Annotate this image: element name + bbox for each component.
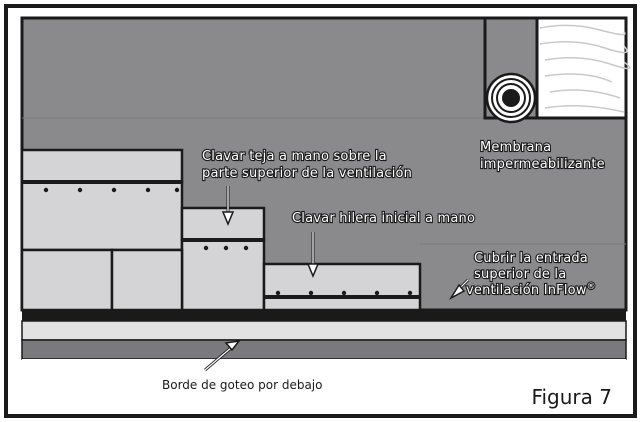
arrow-drip-edge <box>204 339 241 372</box>
nail-strip-starter <box>264 295 420 299</box>
shingle-left-bottom <box>20 248 114 312</box>
registered-mark: ® <box>587 282 596 292</box>
drip-edge-label: Borde de goteo por debajo <box>162 378 322 392</box>
eave-band <box>22 309 626 321</box>
figure-caption: Figura 7 <box>531 385 612 409</box>
cover-inlet-label-line1: Cubrir la entrada <box>474 251 588 266</box>
leader-arrows <box>204 186 470 372</box>
nail-strip-vent <box>182 238 264 242</box>
nails <box>43 187 413 296</box>
cover-inlet-label-line3: ventilación InFlow® <box>466 282 596 298</box>
cover-inlet-label-line2: superior de la <box>474 267 566 282</box>
membrane-label-line2: impermeabilizante <box>480 157 605 172</box>
shingle-vent-mid <box>180 238 266 312</box>
shingle-bottom-mid <box>110 248 184 312</box>
arrow-cover-inlet <box>448 278 470 300</box>
arrow-nail-shingle <box>221 186 235 226</box>
nail-shingle-label-line2: parte superior de la ventilación <box>202 166 412 181</box>
membrane-label-line1: Membrana <box>480 140 551 155</box>
starter-course <box>262 262 422 312</box>
drip-edge-dark <box>21 339 627 360</box>
arrow-nail-starter <box>306 232 320 278</box>
nail-shingle-label-line1: Clavar teja a mano sobre la <box>202 149 387 164</box>
lower-white-area <box>22 359 626 414</box>
membrane-roll <box>483 16 631 124</box>
nail-starter-label: Clavar hilera inicial a mano <box>292 211 475 226</box>
nail-strip-upper <box>22 180 182 184</box>
cover-inlet-label-text: ventilación InFlow <box>466 283 587 298</box>
drip-edge-light <box>21 320 627 341</box>
shingle-top-left <box>20 148 184 184</box>
